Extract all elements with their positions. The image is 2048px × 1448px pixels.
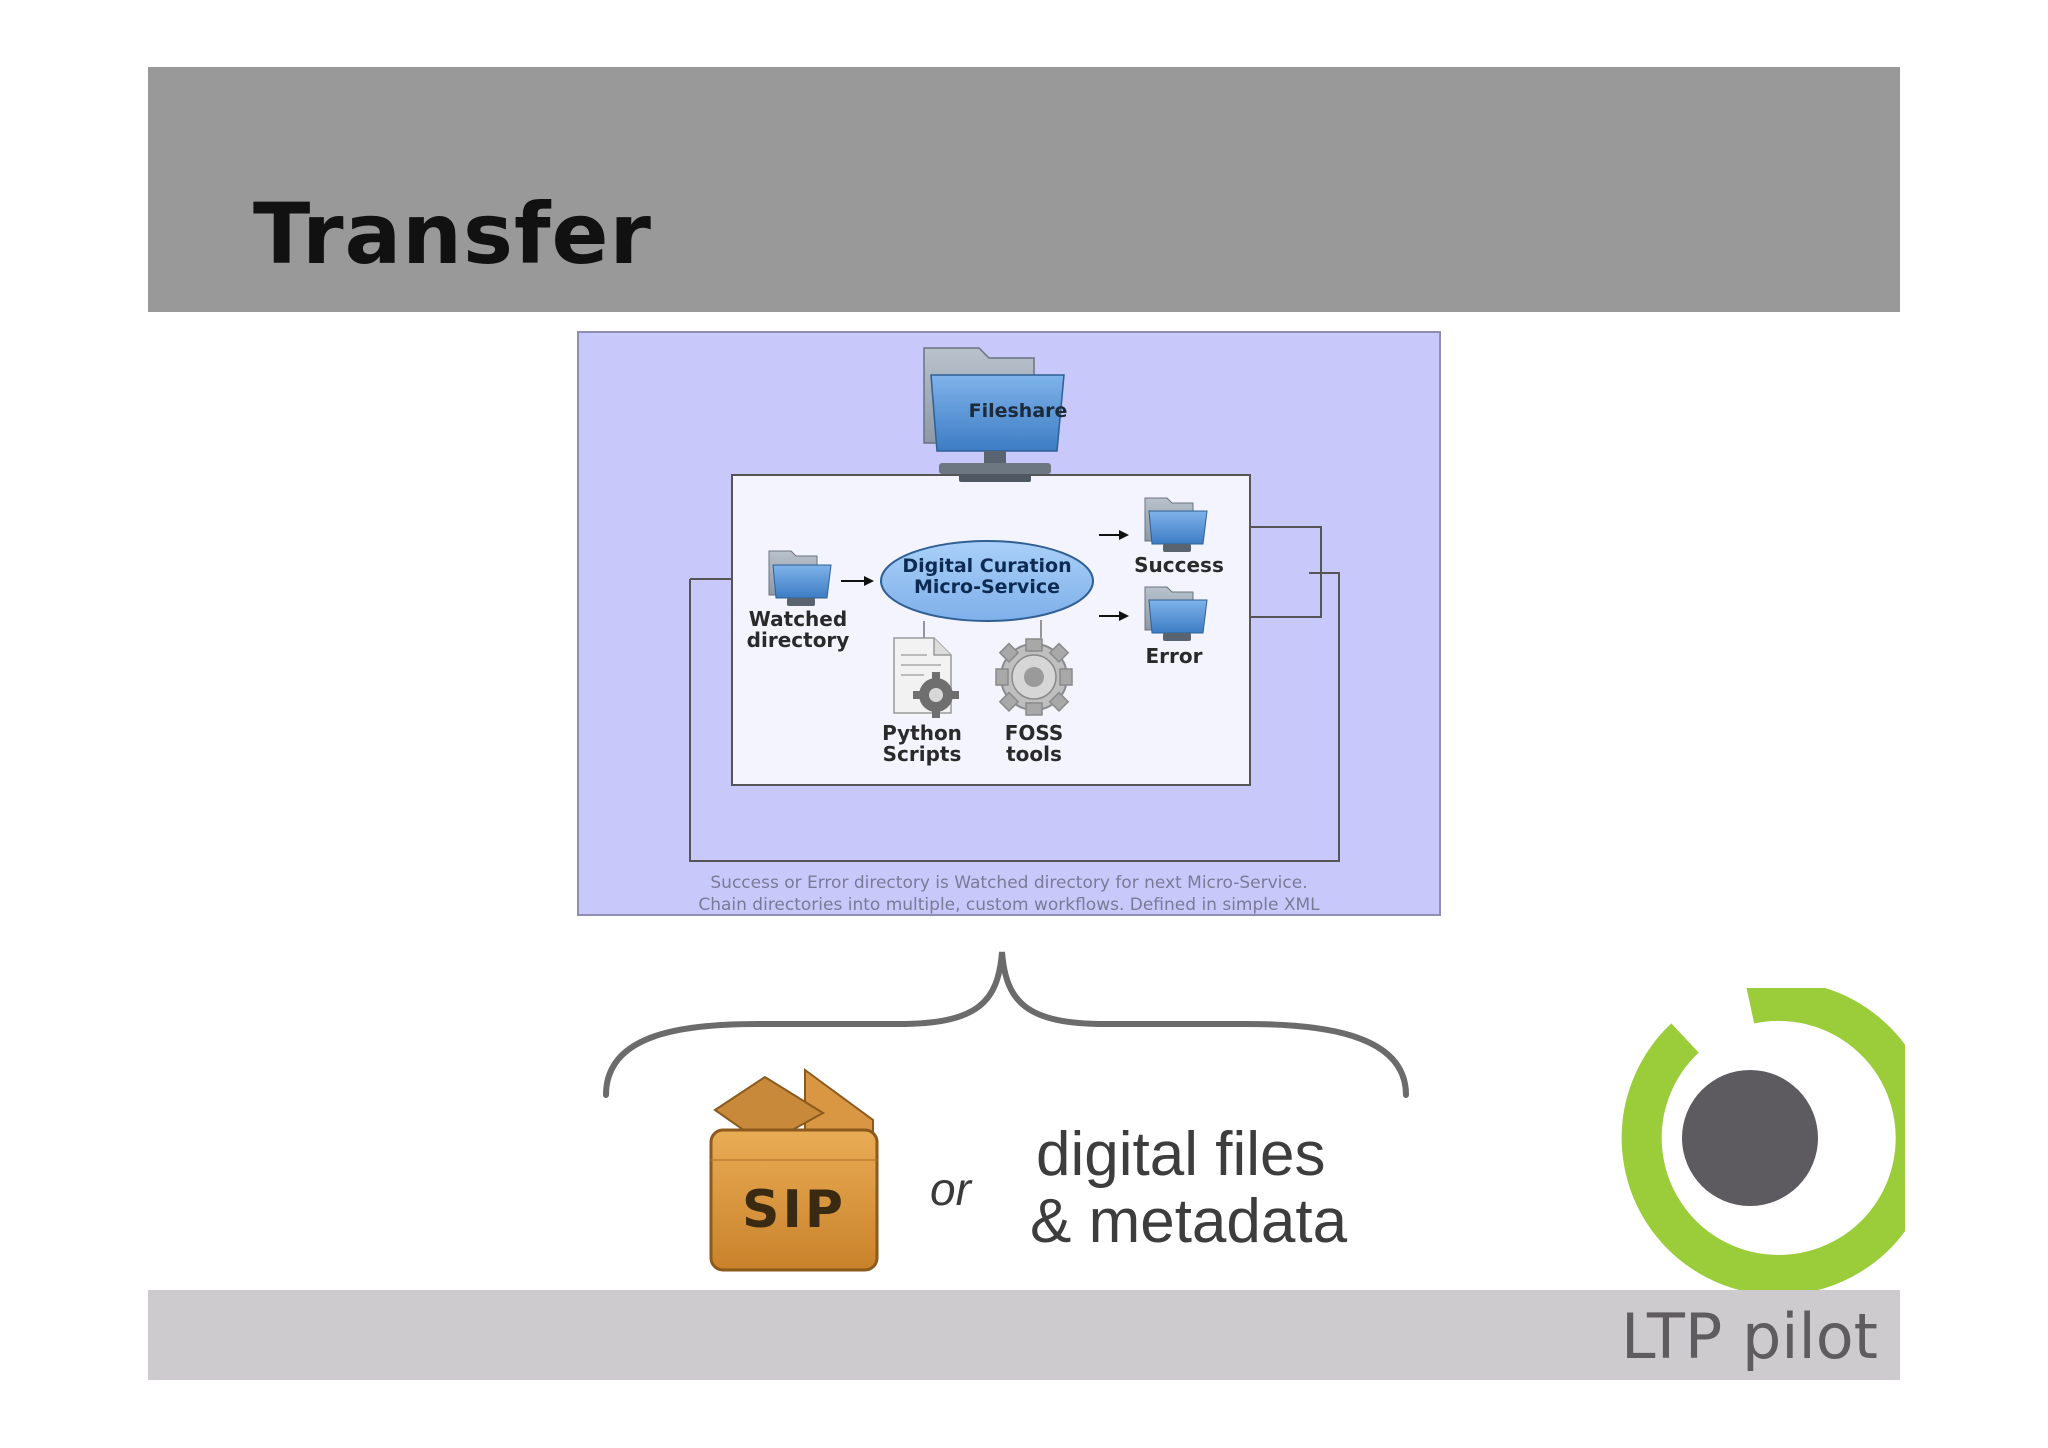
arrow-to-microservice [841,576,874,586]
footer-band: LTP pilot [148,1290,1900,1380]
diagram-graphics [689,347,1340,862]
arrow-to-error [1099,611,1129,621]
fileshare-label: Fileshare [968,400,1068,422]
microservice-ellipse [880,540,1094,622]
watched-directory-icon [768,550,832,606]
microservice-label: Digital Curation Micro-Service [902,555,1072,598]
header-band: Transfer [148,67,1900,312]
alt-line2: & metadata [1030,1186,1348,1256]
fileshare-icon [923,347,1065,482]
sip-package-icon: SIP [709,1068,879,1272]
success-folder-icon [1144,497,1208,552]
sip-label: SIP [742,1180,846,1240]
foss-tools-label: FOSS tools [1004,721,1064,766]
footer-brand: LTP pilot [1620,1300,1878,1373]
alt-line1: digital files [1036,1120,1326,1189]
ltp-logo [1621,988,1905,1295]
error-label: Error [1145,644,1203,668]
diagram-caption-line2: Chain directories into multiple, custom … [698,895,1320,915]
workflow-diagram: Fileshare Digital Curation Micro-Service… [577,331,1441,916]
digital-files-metadata: digital files & metadata [1030,1120,1348,1256]
watched-directory-label: Watched directory [746,607,850,652]
python-scripts-icon [893,637,959,718]
error-folder-icon [1144,586,1208,641]
arrow-to-success [1099,530,1129,540]
diagram-caption-line1: Success or Error directory is Watched di… [710,873,1308,893]
success-label: Success [1134,553,1224,577]
foss-tools-icon [995,638,1073,716]
slide-title: Transfer [253,185,652,283]
or-label: or [930,1163,971,1215]
python-scripts-label: Python Scripts [882,721,962,766]
curly-brace [603,951,1409,1098]
